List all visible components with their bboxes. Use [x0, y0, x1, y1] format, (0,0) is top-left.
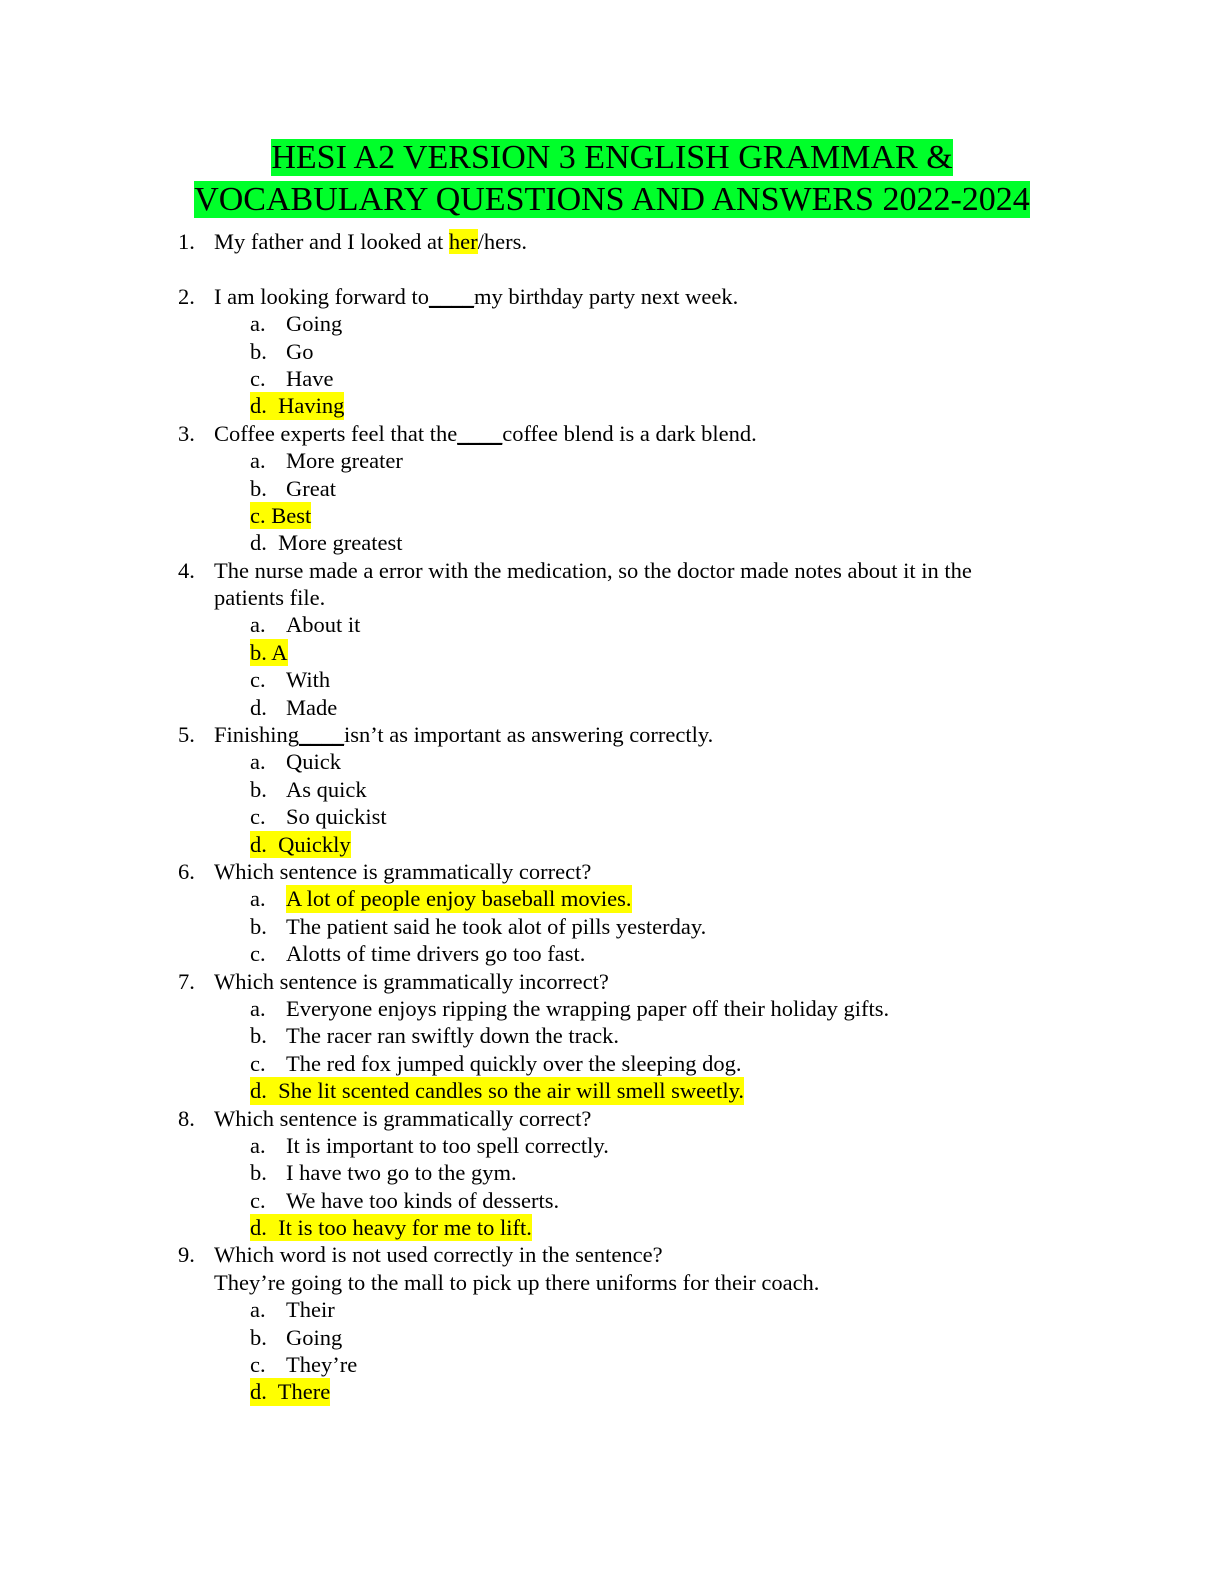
option-row: b.Go [250, 338, 314, 364]
question-number: 8. [178, 1105, 195, 1131]
option-row: a.About it [250, 612, 361, 638]
option-row: d.Made [250, 694, 338, 720]
option-row: c.Alotts of time drivers go too fast. [250, 941, 586, 967]
option-row: b.The patient said he took alot of pills… [250, 913, 707, 939]
question-5: 5. Finishing____isn’t as important as an… [0, 721, 1224, 748]
question-number: 7. [178, 968, 195, 994]
question-text-continued: patients file. [214, 585, 326, 611]
blank-line: ____ [299, 722, 345, 748]
question-text: My father and I looked at her/hers. [214, 229, 528, 254]
question-number: 4. [178, 557, 195, 583]
option-row: a.Quick [250, 749, 341, 775]
answer-row: a.A lot of people enjoy baseball movies. [250, 885, 632, 913]
question-text: The nurse made a error with the medicati… [214, 557, 972, 583]
question-sentence: They’re going to the mall to pick up the… [214, 1269, 820, 1295]
option-row: a.More greater [250, 448, 403, 474]
question-text: Which word is not used correctly in the … [214, 1242, 663, 1268]
title-line-1: HESI A2 VERSION 3 ENGLISH GRAMMAR & [271, 139, 953, 176]
answer-row: d. She lit scented candles so the air wi… [0, 1077, 1224, 1105]
answer-highlight: d. It is too heavy for me to lift. [250, 1214, 532, 1242]
question-list: 1. My father and I looked at her/hers. 2… [0, 228, 1224, 1406]
question-text: I am looking forward to____my birthday p… [214, 283, 739, 309]
answer-highlight: d. Quickly [250, 830, 351, 858]
blank-line: ____ [428, 283, 474, 309]
option-row: b.The racer ran swiftly down the track. [250, 1023, 619, 1049]
option-row: b.I have two go to the gym. [250, 1160, 517, 1186]
question-number: 9. [178, 1242, 195, 1268]
question-text: Which sentence is grammatically incorrec… [214, 968, 609, 994]
question-number: 1. [178, 229, 195, 254]
question-9: 9. Which word is not used correctly in t… [0, 1241, 1224, 1268]
option-row: b.Great [250, 475, 336, 501]
question-text: Coffee experts feel that the____coffee b… [214, 420, 757, 446]
answer-highlight: d. She lit scented candles so the air wi… [250, 1077, 745, 1105]
option-row: c.Have [250, 365, 334, 391]
answer-row: d. Having [0, 392, 1224, 420]
question-number: 5. [178, 722, 195, 748]
option-row: c.We have too kinds of desserts. [250, 1187, 560, 1213]
answer-row: c. Best [0, 501, 1224, 530]
option-row: a.Their [250, 1297, 335, 1323]
question-6: 6. Which sentence is grammatically corre… [0, 858, 1224, 885]
option-row: b.As quick [250, 776, 367, 802]
question-4: 4. The nurse made a error with the medic… [0, 557, 1224, 584]
option-row: a.Everyone enjoys ripping the wrapping p… [250, 995, 890, 1021]
answer-row: d. It is too heavy for me to lift. [0, 1214, 1224, 1242]
option-row: c.The red fox jumped quickly over the sl… [250, 1050, 742, 1076]
question-1: 1. My father and I looked at her/hers. [0, 228, 1224, 255]
question-number: 3. [178, 420, 195, 446]
option-row: c.With [250, 667, 331, 693]
answer-highlight: b. A [250, 638, 288, 667]
answer-highlight: her [448, 229, 478, 254]
answer-row: d. There [0, 1378, 1224, 1406]
option-row: c.They’re [250, 1352, 358, 1378]
question-number: 2. [178, 283, 195, 309]
question-text: Which sentence is grammatically correct? [214, 1105, 592, 1131]
answer-highlight: c. Best [250, 501, 312, 530]
answer-row: d. Quickly [0, 830, 1224, 858]
question-8: 8. Which sentence is grammatically corre… [0, 1105, 1224, 1132]
option-row: d. More greatest [250, 530, 403, 556]
question-number: 6. [178, 858, 195, 884]
question-text: Finishing____isn’t as important as answe… [214, 722, 714, 748]
page-title: HESI A2 VERSION 3 ENGLISH GRAMMAR & VOCA… [0, 137, 1224, 221]
question-text: Which sentence is grammatically correct? [214, 858, 592, 884]
option-row: a.It is important to too spell correctly… [250, 1132, 609, 1158]
question-3: 3. Coffee experts feel that the____coffe… [0, 420, 1224, 447]
title-line-2: VOCABULARY QUESTIONS AND ANSWERS 2022-20… [194, 181, 1030, 218]
option-row: b.Going [250, 1324, 343, 1350]
option-row: c.So quickist [250, 804, 387, 830]
blank-line: ____ [457, 420, 503, 446]
question-7: 7. Which sentence is grammatically incor… [0, 968, 1224, 995]
answer-row: b. A [0, 638, 1224, 667]
answer-highlight: A lot of people enjoy baseball movies. [286, 885, 632, 913]
answer-highlight: d. Having [250, 392, 345, 420]
option-row: a.Going [250, 311, 343, 337]
question-2: 2. I am looking forward to____my birthda… [0, 283, 1224, 310]
answer-highlight: d. There [250, 1378, 331, 1406]
